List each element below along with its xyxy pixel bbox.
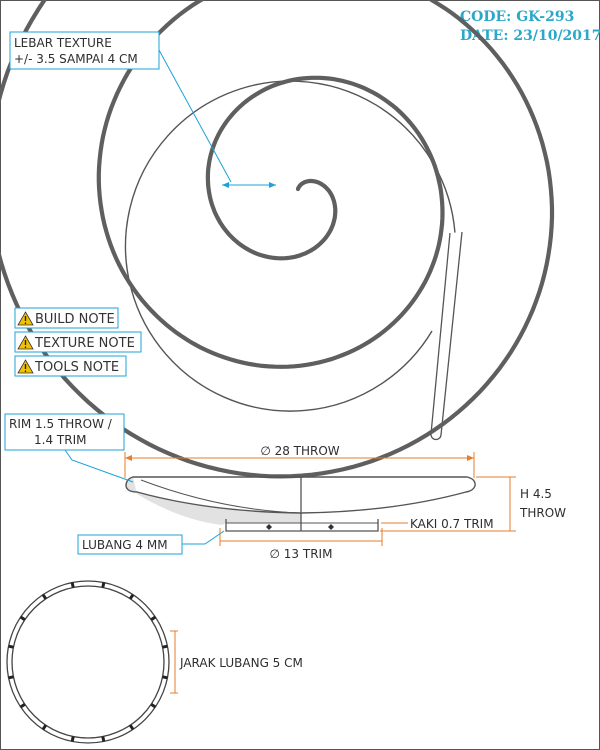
hole-tick bbox=[70, 736, 75, 742]
hole-spacing-label: JARAK LUBANG 5 CM bbox=[179, 656, 303, 670]
top-view-spiral bbox=[0, 0, 555, 479]
texture-width-label-line2: +/- 3.5 SAMPAI 4 CM bbox=[14, 52, 138, 66]
plate-inner-curve bbox=[140, 479, 302, 514]
note-label: BUILD NOTE bbox=[35, 312, 115, 327]
hole-tick-group bbox=[8, 582, 168, 742]
hole-tick bbox=[101, 736, 106, 742]
texture-width-leader bbox=[158, 49, 232, 183]
plate-outline bbox=[124, 80, 456, 412]
spiral-texture bbox=[0, 0, 555, 479]
hole-tick bbox=[19, 615, 26, 622]
note-label: TEXTURE NOTE bbox=[34, 336, 135, 351]
note-tools[interactable]: TOOLS NOTE bbox=[14, 355, 127, 377]
diameter-trim-label: ∅ 13 TRIM bbox=[270, 547, 333, 561]
warning-icon bbox=[17, 335, 34, 350]
diameter-throw-label: ∅ 28 THROW bbox=[260, 444, 339, 458]
arrowhead bbox=[125, 455, 132, 461]
hole-tick bbox=[70, 582, 75, 588]
foot-ring bbox=[225, 519, 379, 532]
height-label-line1: H 4.5 bbox=[520, 487, 552, 501]
foot-ring-outer bbox=[6, 580, 170, 744]
hole-tick bbox=[128, 724, 135, 731]
side-section-view: ∅ 28 THROW H 4.5 THROW KAKI 0.7 TRIM ∅ 1… bbox=[4, 413, 566, 561]
hole-label: LUBANG 4 MM bbox=[82, 538, 168, 552]
hole-tick bbox=[162, 644, 168, 649]
note-build[interactable]: BUILD NOTE bbox=[14, 307, 119, 329]
note-box bbox=[14, 355, 127, 377]
warning-icon bbox=[17, 359, 34, 374]
hole-marker bbox=[328, 524, 334, 530]
hole-tick bbox=[101, 582, 106, 588]
note-label: TOOLS NOTE bbox=[34, 360, 119, 375]
hole-marker bbox=[266, 524, 272, 530]
bottom-view-foot-ring: JARAK LUBANG 5 CM bbox=[6, 580, 303, 744]
hole-tick bbox=[41, 724, 48, 731]
note-box bbox=[14, 331, 142, 353]
rim-label-box bbox=[4, 413, 125, 451]
note-texture[interactable]: TEXTURE NOTE bbox=[14, 331, 142, 353]
hole-tick bbox=[8, 644, 14, 649]
arrowhead bbox=[222, 182, 229, 188]
hole-tick bbox=[19, 702, 26, 709]
arrowhead bbox=[269, 182, 276, 188]
rim-leader bbox=[64, 449, 134, 483]
rim-label-line2: 1.4 TRIM bbox=[34, 433, 86, 447]
arrowhead bbox=[467, 455, 474, 461]
note-box bbox=[14, 307, 119, 329]
foot-label: KAKI 0.7 TRIM bbox=[410, 517, 494, 531]
hole-tick bbox=[8, 675, 14, 680]
drawing-date: DATE: 23/10/2017 bbox=[460, 28, 600, 44]
texture-width-label-line1: LEBAR TEXTURE bbox=[14, 36, 112, 50]
hole-tick bbox=[128, 593, 135, 600]
hole-leader bbox=[182, 530, 225, 545]
texture-width-callout: LEBAR TEXTURE +/- 3.5 SAMPAI 4 CM bbox=[9, 31, 276, 188]
note-list: BUILD NOTE TEXTURE NOTE TOOLS NOTE bbox=[14, 307, 142, 377]
height-label-line2: THROW bbox=[519, 506, 566, 520]
hole-tick bbox=[162, 675, 168, 680]
texture-width-label-box bbox=[9, 31, 160, 70]
warning-icon bbox=[17, 311, 34, 326]
foot-ring-inner bbox=[11, 585, 165, 739]
drawing-code: CODE: GK-293 bbox=[460, 9, 574, 25]
hole-tick bbox=[150, 615, 157, 622]
hole-tick bbox=[41, 593, 48, 600]
hole-tick bbox=[150, 702, 157, 709]
rim-label-line1: RIM 1.5 THROW / bbox=[9, 417, 113, 431]
section-hatch-fill bbox=[125, 477, 301, 525]
